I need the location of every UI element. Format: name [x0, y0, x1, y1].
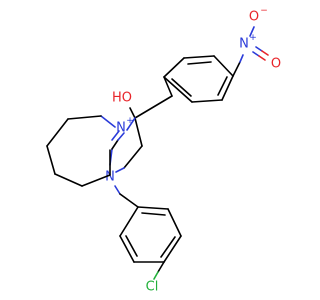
imidazoline-ring: N + N	[105, 95, 173, 185]
chlorine-substituent: Cl	[146, 261, 165, 295]
chlorine-label: Cl	[146, 280, 159, 295]
nitro-group: N + O − O	[232, 6, 281, 77]
molecule-canvas: N + O − O HO N + N	[46, 6, 281, 295]
bond	[54, 173, 83, 187]
bond	[191, 99, 223, 103]
bond	[163, 76, 173, 97]
bond	[167, 208, 182, 237]
bond	[163, 76, 193, 103]
bond	[111, 130, 120, 141]
ring-n-charge: +	[126, 116, 134, 126]
nitro-o-minus-label: O	[249, 10, 259, 25]
bond	[100, 115, 116, 128]
bond	[111, 139, 119, 150]
hydroxyl-group: HO	[112, 91, 136, 119]
ring-n-plus-label: N	[116, 121, 126, 136]
bond	[255, 46, 263, 52]
bond	[187, 61, 212, 65]
bond	[46, 145, 56, 175]
bond	[171, 78, 192, 97]
nitro-o-charge: −	[260, 6, 268, 16]
bond	[67, 115, 102, 120]
bond	[183, 55, 215, 59]
bond	[239, 54, 244, 63]
bond	[134, 117, 143, 147]
bond	[46, 118, 69, 147]
bond	[232, 61, 241, 77]
bond	[123, 145, 143, 169]
bond	[252, 51, 260, 57]
bond	[137, 206, 169, 210]
bond	[117, 132, 125, 141]
bond	[163, 235, 182, 263]
bond	[141, 212, 166, 216]
nitro-o-label: O	[271, 57, 281, 72]
bond	[153, 271, 159, 280]
nitro-n-charge: +	[249, 33, 257, 43]
bond	[157, 261, 165, 273]
hydroxyl-label: HO	[112, 91, 132, 106]
azepane-ring	[46, 115, 116, 187]
bond	[115, 167, 125, 173]
bond	[163, 57, 185, 78]
chlorophenyl-ring	[114, 185, 182, 263]
bond	[261, 50, 269, 56]
bond	[126, 117, 136, 131]
bond	[213, 55, 234, 77]
bond	[249, 26, 255, 37]
bond	[129, 107, 136, 119]
ring-n-label: N	[105, 170, 115, 185]
bond	[114, 185, 121, 195]
nitrophenyl-ring	[163, 55, 234, 103]
nitro-n-label: N	[239, 37, 249, 52]
bond	[119, 193, 139, 208]
bond	[160, 236, 176, 258]
bond	[221, 75, 234, 101]
bond	[119, 206, 139, 237]
structure-diagram: N + O − O HO N + N	[46, 6, 281, 295]
bond	[125, 235, 138, 257]
bond	[81, 174, 111, 187]
bond	[134, 95, 173, 119]
bond	[119, 235, 135, 263]
bond	[217, 76, 228, 96]
bond	[258, 55, 266, 61]
